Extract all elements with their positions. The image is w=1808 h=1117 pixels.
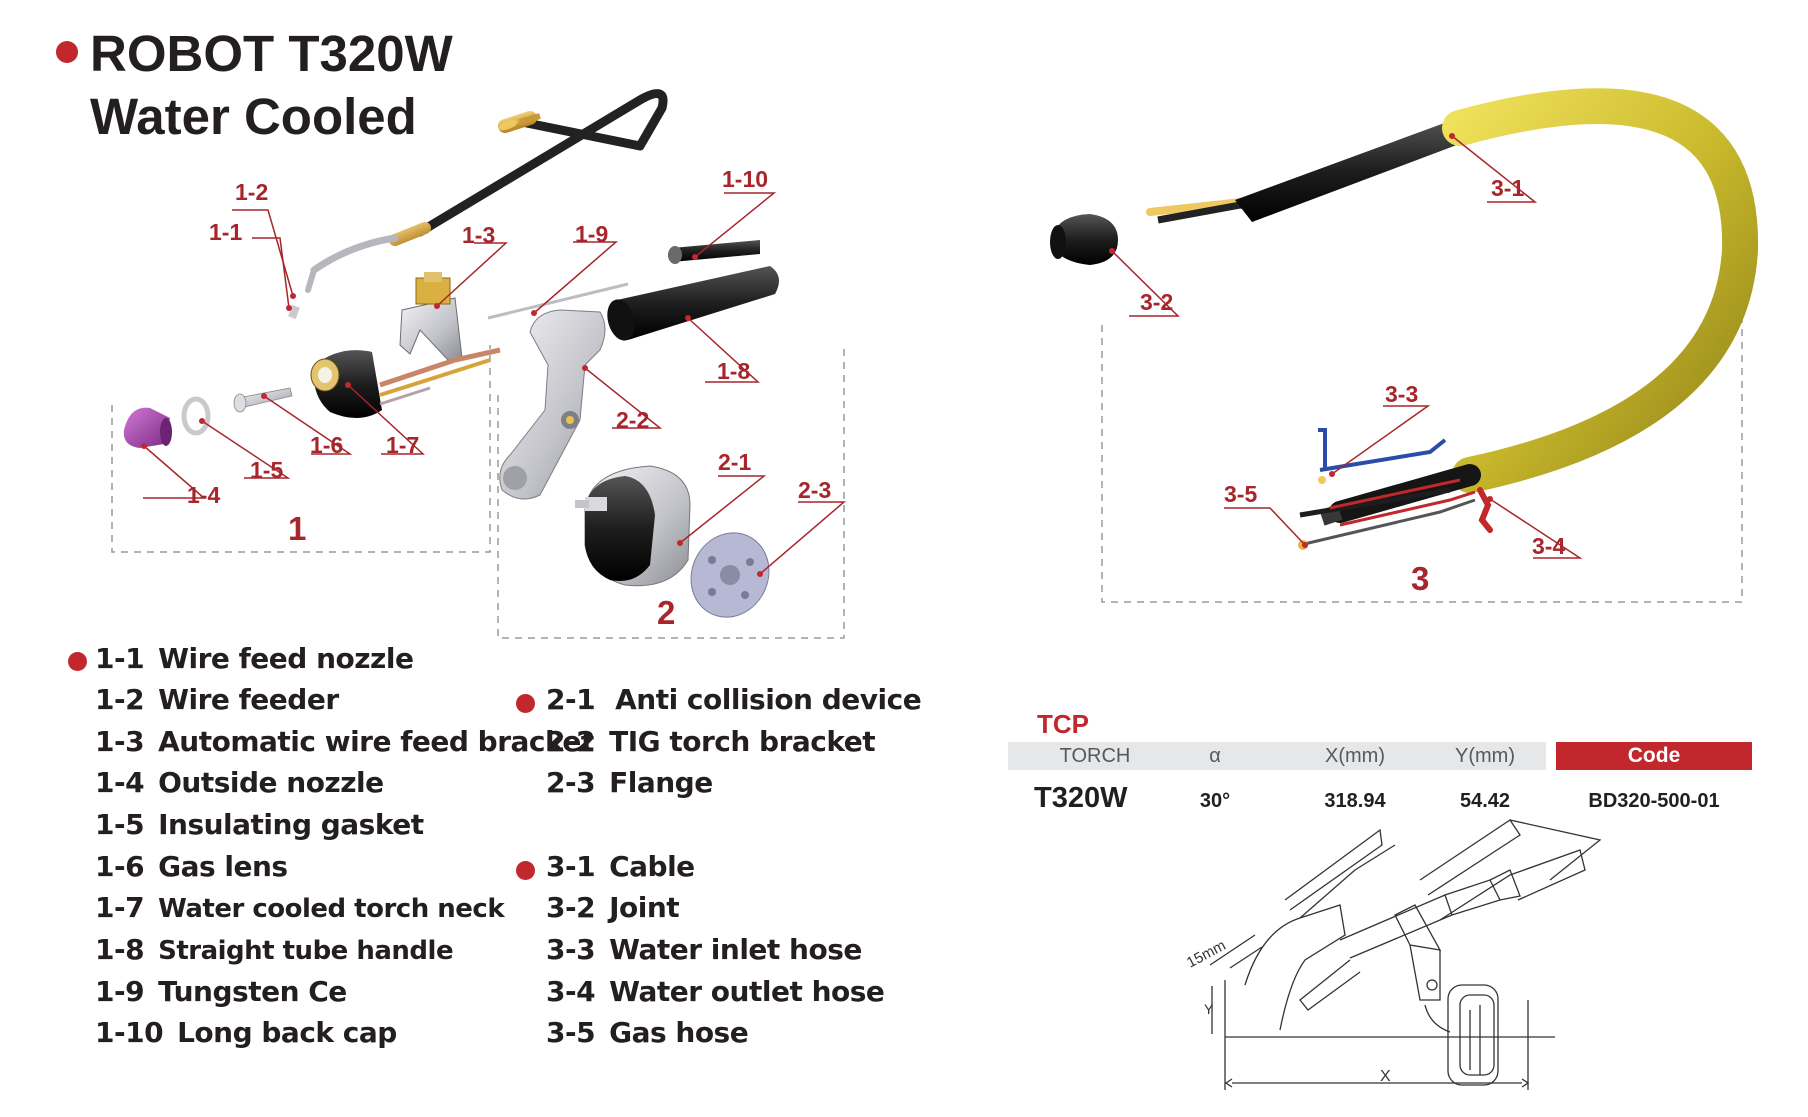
tcp-y-value: 54.42 xyxy=(1459,790,1511,812)
callout-1-6: 1-6 xyxy=(310,432,343,458)
callout-3-3: 3-3 xyxy=(1385,381,1418,407)
anti-collision-device xyxy=(575,465,691,587)
tcp-header-x: X(mm) xyxy=(1325,745,1385,767)
insulating-gasket xyxy=(181,396,211,436)
tcp-header-y: Y(mm) xyxy=(1455,745,1515,767)
callout-1-10: 1-10 xyxy=(722,166,768,192)
tungsten-electrode xyxy=(487,282,629,320)
callout-2-1: 2-1 xyxy=(718,449,751,475)
callout-3-4: 3-4 xyxy=(1532,533,1565,559)
straight-tube-handle xyxy=(607,266,779,341)
leader-lines xyxy=(143,135,1583,575)
title-line-2: Water Cooled xyxy=(90,88,417,145)
cable-assembly xyxy=(1146,88,1759,526)
water-outlet-hose xyxy=(1339,487,1493,533)
tcp-header-bar xyxy=(1008,742,1546,770)
tcp-title: TCP xyxy=(1037,709,1089,739)
legend-bullet-2 xyxy=(516,694,535,713)
flange xyxy=(690,532,770,618)
title-line-1: ROBOT T320W xyxy=(90,25,453,82)
legend-bullet-1 xyxy=(68,652,87,671)
callout-3-1: 3-1 xyxy=(1491,175,1524,201)
outside-nozzle xyxy=(123,407,172,448)
water-inlet-hose xyxy=(1318,428,1447,484)
group-3-label: 3 xyxy=(1411,560,1429,597)
tcp-code-value: BD320-500-01 xyxy=(1588,790,1720,812)
leader-dots xyxy=(141,133,1493,577)
water-cooled-torch-neck xyxy=(310,347,501,419)
tcp-alpha-value: 30° xyxy=(1199,790,1231,812)
tcp-technical-drawing xyxy=(1209,819,1602,1090)
wire-feeder-hose xyxy=(305,89,668,293)
tcp-header-code: Code xyxy=(1556,742,1752,770)
group-2-box xyxy=(497,345,845,639)
title-bullet xyxy=(56,41,78,63)
tcp-header-torch: TORCH xyxy=(1059,745,1131,767)
callout-3-5: 3-5 xyxy=(1224,481,1257,507)
group-1-box xyxy=(111,345,491,553)
callout-2-3: 2-3 xyxy=(798,477,831,503)
long-back-cap xyxy=(668,240,760,264)
callout-1-1: 1-1 xyxy=(209,219,242,245)
wire-feed-bracket xyxy=(399,272,463,361)
callout-1-8: 1-8 xyxy=(717,358,750,384)
callout-1-9: 1-9 xyxy=(575,221,608,247)
group-1-label: 1 xyxy=(288,510,306,547)
dim-15mm: 15mm xyxy=(1184,937,1229,972)
callout-1-7: 1-7 xyxy=(386,432,419,458)
callout-1-2: 1-2 xyxy=(235,179,268,205)
dim-y: Y xyxy=(1204,1001,1214,1017)
tcp-model: T320W xyxy=(1034,782,1128,814)
joint xyxy=(1050,214,1118,265)
tig-torch-bracket xyxy=(499,309,606,500)
tcp-x-value: 318.94 xyxy=(1324,790,1386,812)
group-2-label: 2 xyxy=(657,594,675,631)
legend-bullet-3 xyxy=(516,861,535,880)
callout-labels: 1-1 1-2 1-3 1-4 1-5 1-6 1-7 1-8 1-9 1-10… xyxy=(187,166,1565,559)
callout-1-5: 1-5 xyxy=(250,457,283,483)
callout-2-2: 2-2 xyxy=(616,407,649,433)
callout-3-2: 3-2 xyxy=(1140,289,1173,315)
page-title: ROBOT T320W Water Cooled xyxy=(90,22,453,148)
group-boxes xyxy=(111,305,1743,639)
tcp-header-alpha: α xyxy=(1209,745,1221,767)
callout-1-4: 1-4 xyxy=(187,482,220,508)
dim-x: X xyxy=(1380,1068,1391,1085)
callout-1-3: 1-3 xyxy=(462,222,495,248)
